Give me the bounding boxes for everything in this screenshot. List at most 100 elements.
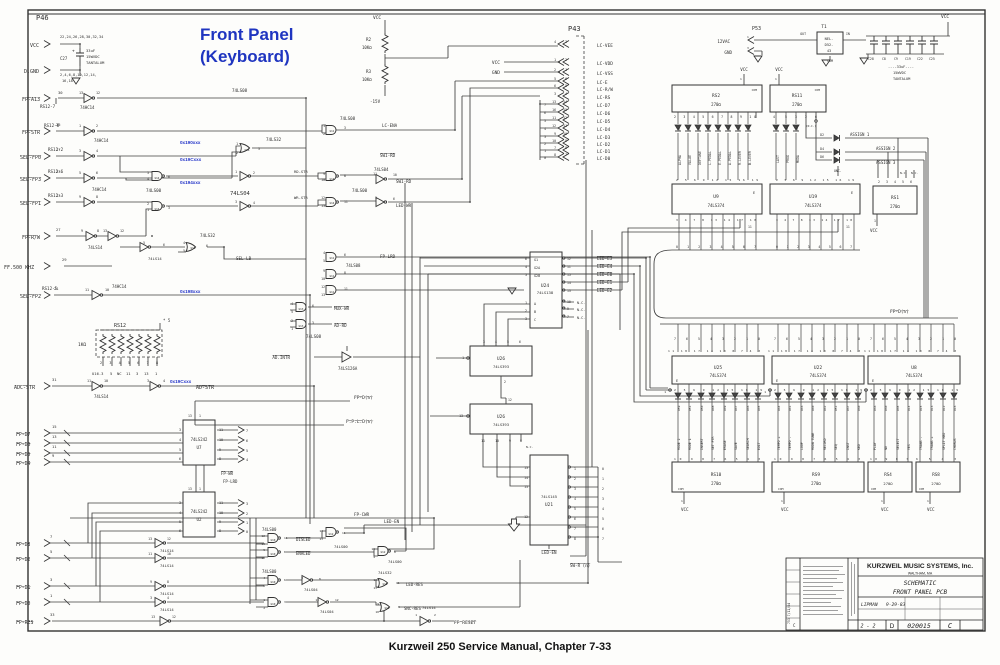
- schematic-label: 2: [504, 380, 506, 384]
- schematic-label: 5: [574, 507, 576, 511]
- schematic-label: 14: [524, 476, 528, 480]
- schematic-label: C8: [882, 57, 886, 61]
- schematic-label: 8: [394, 550, 396, 554]
- schematic-label: 7: [567, 315, 569, 319]
- schematic-label: 74LS00: [262, 527, 277, 532]
- schematic-label: 9: [323, 269, 325, 273]
- ic-u24-box: [529, 251, 563, 329]
- schematic-label: TEMPO -: [788, 436, 792, 450]
- schematic-label: 3: [525, 317, 527, 321]
- resnet-rs2-box: [671, 84, 763, 113]
- sheet-number: 2 - 2: [860, 624, 875, 630]
- pin-bubble: [768, 388, 772, 392]
- schematic-label: VCC: [870, 228, 878, 233]
- schematic-label: 8: [219, 529, 221, 533]
- schematic-label: 6: [179, 529, 181, 533]
- schematic-label: 4: [574, 497, 576, 501]
- schematic-label: 9: [219, 448, 221, 452]
- schematic-label: 4: [179, 511, 181, 515]
- junction-dot: [597, 536, 599, 538]
- schematic-label: VCC: [941, 14, 949, 20]
- schematic-label: 15: [524, 485, 528, 489]
- schematic-label: 6: [815, 115, 817, 119]
- schematic-label: 2: [236, 151, 238, 155]
- schematic-label: U11: [330, 129, 335, 133]
- schematic-label: DEFTUNE: [698, 151, 702, 165]
- ic-u9-box: [671, 183, 763, 215]
- schematic-label: TANTALUM: [893, 77, 911, 81]
- schematic-label: 8: [554, 153, 556, 157]
- schematic-label: 3: [483, 340, 485, 344]
- schematic-label: 1: [860, 390, 862, 394]
- schematic-label: D10: [747, 125, 751, 131]
- schematic-label: 74LS374: [810, 373, 827, 378]
- schematic-label: 3 4 7 8 13 14 17 18: [776, 218, 852, 222]
- schematic-label: U25: [714, 365, 723, 371]
- schematic-label: VCC: [492, 60, 500, 66]
- schematic-label: 2 5 6 9 12 15 16 19: [674, 388, 762, 392]
- pin-bubble: [668, 388, 672, 392]
- schematic-label: 15WVDC: [893, 71, 906, 75]
- wires-p43: [384, 20, 560, 160]
- schematic-label: FP-LRD: [223, 479, 238, 484]
- schematic-label: FP-D4: [16, 461, 31, 467]
- schematic-label: 5: [147, 171, 149, 175]
- schematic-label: 74LS242: [191, 437, 208, 442]
- schematic-label: P46: [36, 14, 49, 22]
- schematic-label: 74LS374: [805, 203, 822, 208]
- schematic-label: 1: [155, 371, 158, 376]
- revision: C: [948, 622, 953, 630]
- schematic-label: 6: [519, 340, 521, 344]
- schematic-label: 3: [136, 371, 138, 376]
- company-city: WALTHAM, MA: [908, 572, 933, 576]
- schematic-label: D5: [687, 127, 691, 131]
- schematic-label: 4: [167, 596, 169, 600]
- inverting-output-bubble: [567, 535, 571, 539]
- schematic-label: TRANS -: [919, 436, 923, 450]
- schematic-label: SELECT: [896, 438, 900, 450]
- schematic-label: C25: [929, 57, 935, 61]
- schematic-label: D47: [734, 405, 738, 411]
- ic-u22-box: [771, 355, 865, 385]
- schematic-label: 12: [167, 537, 171, 541]
- schematic-label: 6: [168, 175, 170, 179]
- junction-dot: [461, 178, 463, 180]
- schematic-label: D4: [717, 127, 721, 131]
- schematic-label: LC-D0: [597, 156, 611, 162]
- schematic-label: 12: [319, 529, 323, 533]
- schematic-label: FP-D0: [16, 601, 31, 607]
- schematic-label: LED-EN: [384, 519, 400, 524]
- junction-dot: [79, 43, 81, 45]
- schematic-label: 0 1 2 3 4 5 6 7: [676, 245, 756, 249]
- schematic-label: SAVE: [734, 442, 738, 450]
- schematic-label: 0: [602, 467, 604, 471]
- schematic-label: 74LS138: [537, 290, 554, 295]
- schematic-label: RS2: [712, 93, 720, 99]
- pin-bubble: [864, 388, 868, 392]
- schematic-label: KBD: [857, 444, 861, 450]
- schematic-label: 1: [881, 499, 883, 503]
- schematic-label: D16: [953, 405, 957, 411]
- schematic-label: AD.INTR: [272, 355, 290, 360]
- schematic-label: 4: [263, 576, 265, 580]
- inverting-output-bubble: [567, 515, 571, 519]
- schematic-label: D9: [737, 127, 741, 131]
- schematic-label: 10KΩ: [362, 77, 372, 82]
- schematic-label: INSERT: [700, 438, 704, 450]
- schematic-label: VCC: [30, 43, 39, 49]
- schematic-label: 13: [373, 586, 377, 590]
- ic-u19-box: [769, 183, 861, 215]
- schematic-label: 3: [344, 126, 346, 130]
- schematic-label: 10: [261, 556, 265, 560]
- schematic-label: 1: [554, 58, 556, 62]
- schematic-label: 13: [56, 193, 61, 198]
- schematic-label: 12: [172, 615, 176, 619]
- schematic-label: 43: [827, 49, 831, 53]
- schematic-label: 13: [52, 434, 57, 439]
- schematic-label: ENALED: [296, 551, 311, 556]
- schematic-label: 16,18: [62, 79, 73, 83]
- schematic-label: FP-CWR: [354, 512, 370, 517]
- schematic-label: RD-STR: [294, 169, 308, 174]
- schematic-label: 3 4 7 8 13 14 17 18: [676, 218, 756, 222]
- schematic-label: ERASE: [723, 440, 727, 450]
